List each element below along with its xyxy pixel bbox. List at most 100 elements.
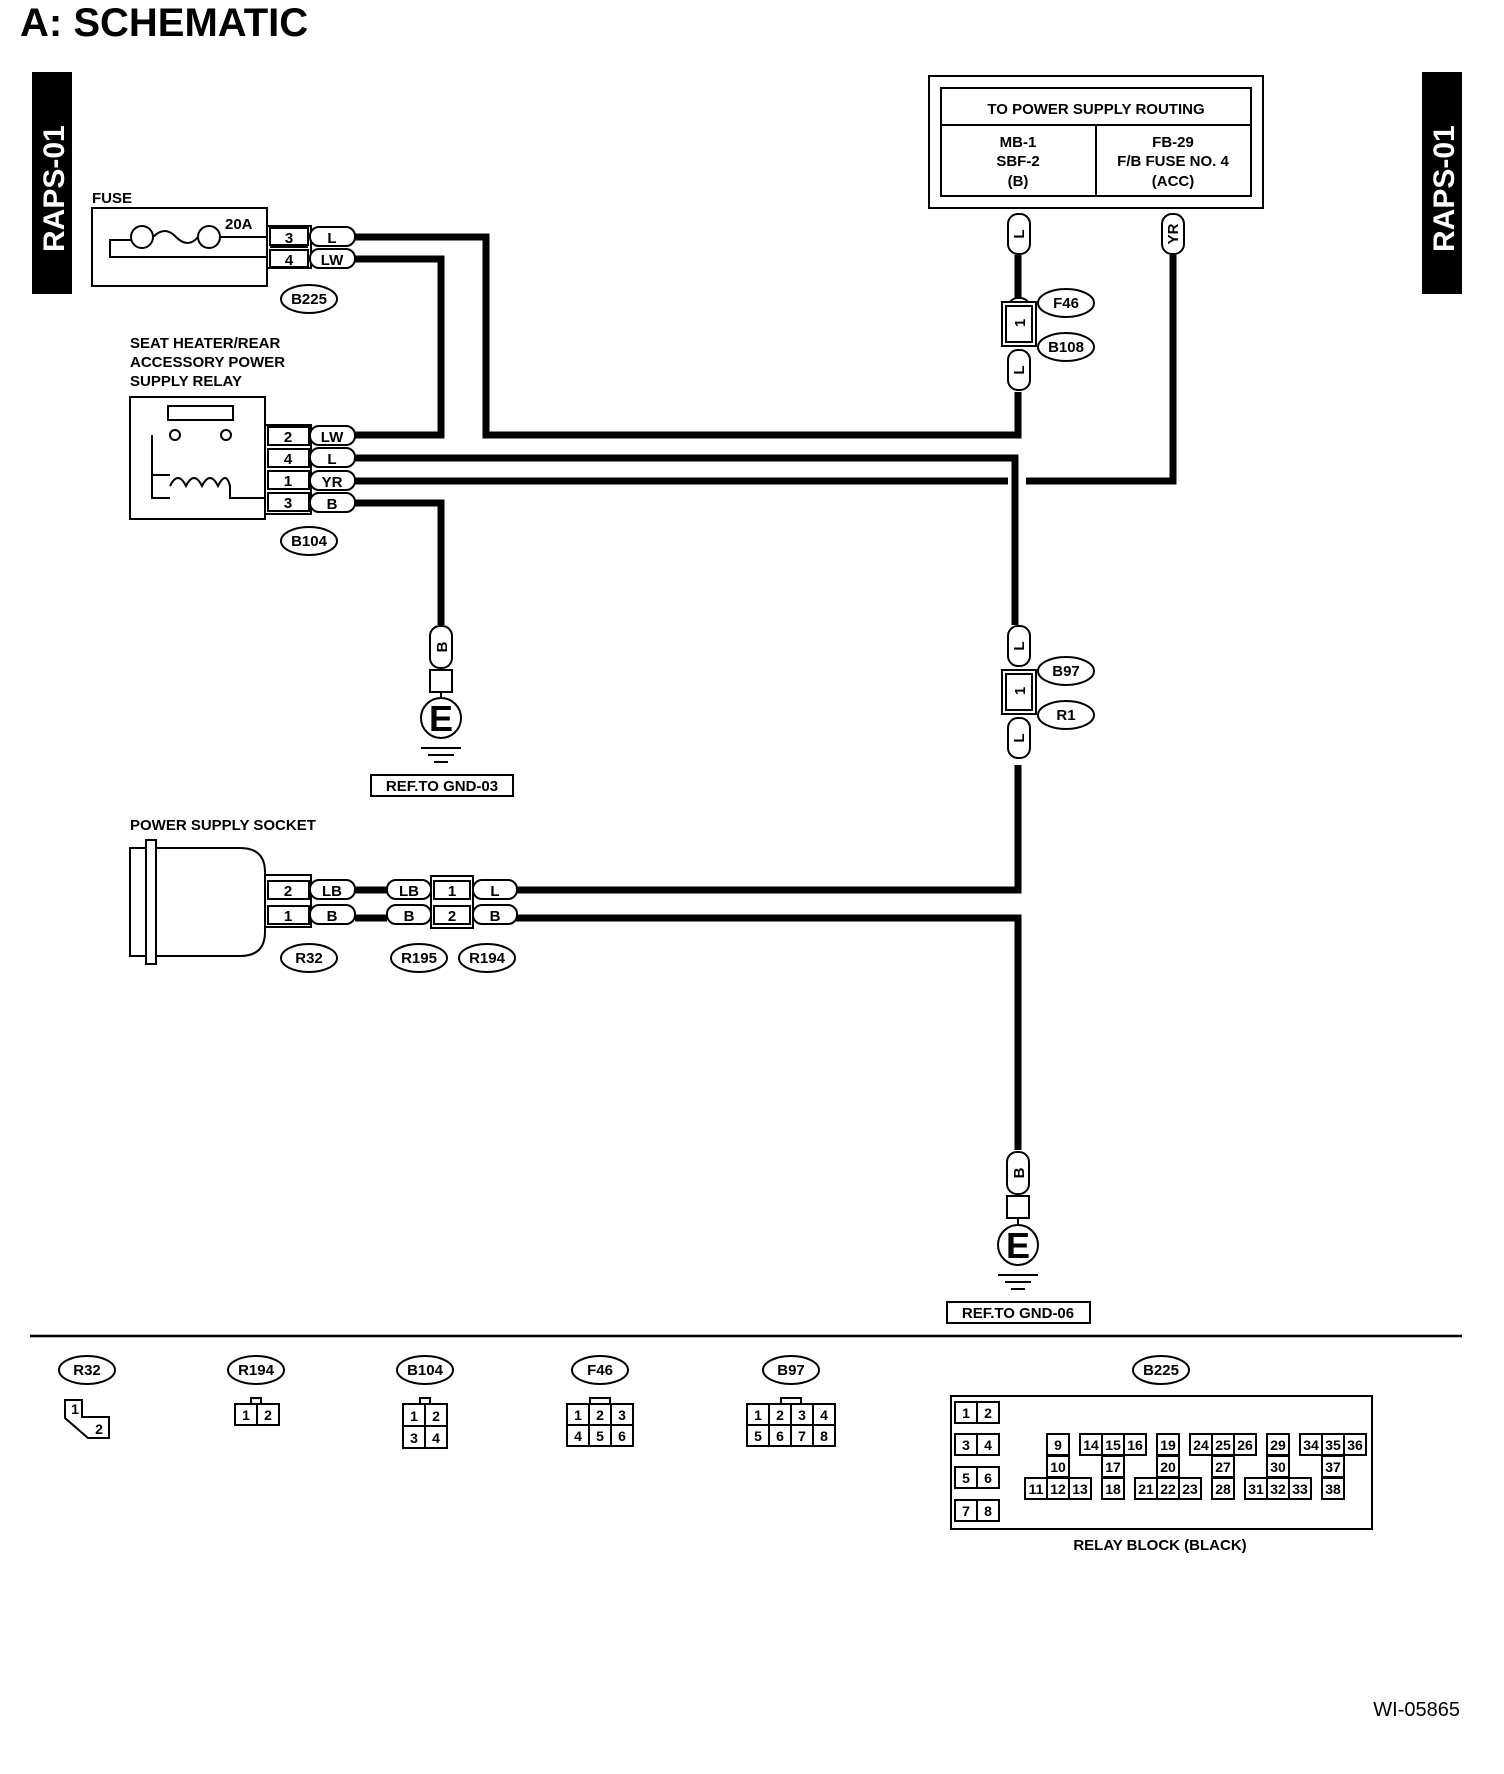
b225-cell-label: 13 xyxy=(1072,1481,1088,1497)
svg-text:F46: F46 xyxy=(587,1362,613,1379)
b225-cell xyxy=(976,1499,1000,1522)
svg-text:FB-29: FB-29 xyxy=(1152,134,1194,151)
b225-cell-label: 23 xyxy=(1182,1481,1198,1497)
svg-text:3: 3 xyxy=(410,1430,418,1446)
svg-text:1: 1 xyxy=(284,473,292,490)
svg-text:B: B xyxy=(327,908,338,925)
svg-text:B: B xyxy=(404,908,415,925)
svg-text:SEAT HEATER/REAR: SEAT HEATER/REAR xyxy=(130,335,280,352)
ground-ref: REF.TO GND-03 xyxy=(386,778,498,795)
svg-text:1: 1 xyxy=(410,1408,418,1424)
tab-left: RAPS-01 xyxy=(32,72,72,294)
figure-id: WI-05865 xyxy=(1373,1699,1460,1721)
fuse-pin-num: 4 xyxy=(285,252,294,269)
svg-text:1: 1 xyxy=(71,1401,79,1417)
svg-text:1: 1 xyxy=(1012,319,1029,327)
svg-text:2: 2 xyxy=(264,1407,272,1423)
b225-cell-label: 32 xyxy=(1270,1481,1286,1497)
b225-cell xyxy=(1101,1477,1125,1500)
b225-cell-label: 25 xyxy=(1215,1437,1231,1453)
svg-text:SUPPLY RELAY: SUPPLY RELAY xyxy=(130,373,242,390)
b225-cell-label: 1 xyxy=(962,1405,970,1421)
svg-text:LB: LB xyxy=(399,883,419,900)
junction-b97: L 1 L B97 R1 xyxy=(1001,625,1095,759)
b225-cell-label: 28 xyxy=(1215,1481,1231,1497)
svg-text:2: 2 xyxy=(448,908,456,925)
b225-cell xyxy=(976,1466,1000,1489)
svg-text:SBF-2: SBF-2 xyxy=(996,153,1039,170)
b225-cell-label: 36 xyxy=(1347,1437,1363,1453)
svg-text:B225: B225 xyxy=(291,291,327,308)
svg-text:B: B xyxy=(327,496,338,513)
b225-cell xyxy=(1288,1477,1312,1500)
relay-label: SEAT HEATER/REAR ACCESSORY POWER SUPPLY … xyxy=(130,335,285,390)
svg-text:L: L xyxy=(1011,229,1028,238)
fuse-label: FUSE xyxy=(92,190,132,207)
b225-cell-label: 11 xyxy=(1029,1481,1044,1497)
svg-text:R194: R194 xyxy=(469,950,506,967)
routing-wire-tags: L YR xyxy=(1007,213,1185,255)
b225-cell-label: 8 xyxy=(984,1503,992,1519)
b225-cell xyxy=(1233,1433,1257,1456)
svg-text:RAPS-01: RAPS-01 xyxy=(1428,125,1461,252)
svg-text:YR: YR xyxy=(322,474,343,491)
b225-cell-label: 29 xyxy=(1270,1437,1286,1453)
b225-cell xyxy=(1211,1477,1235,1500)
connector-view-b104: B104 1 2 3 4 xyxy=(396,1355,454,1449)
b225-cell-label: 30 xyxy=(1270,1459,1286,1475)
svg-text:F46: F46 xyxy=(1053,295,1079,312)
ground-gnd-03: B E REF.TO GND-03 xyxy=(370,625,514,797)
svg-text:3: 3 xyxy=(284,495,292,512)
b225-cell-label: 35 xyxy=(1325,1437,1341,1453)
svg-text:2: 2 xyxy=(284,883,292,900)
b225-cell-label: 18 xyxy=(1105,1481,1121,1497)
svg-text:2: 2 xyxy=(596,1407,604,1423)
svg-text:B: B xyxy=(1011,1167,1028,1178)
svg-text:3: 3 xyxy=(618,1407,626,1423)
svg-text:R195: R195 xyxy=(401,950,437,967)
connector-view-r194: R194 1 2 xyxy=(227,1355,285,1426)
b225-cell-label: 26 xyxy=(1237,1437,1253,1453)
svg-text:(ACC): (ACC) xyxy=(1152,173,1195,190)
svg-text:6: 6 xyxy=(618,1428,626,1444)
svg-text:8: 8 xyxy=(820,1428,828,1444)
b225-cell-label: 14 xyxy=(1083,1437,1099,1453)
svg-text:1: 1 xyxy=(448,883,456,900)
power-routing-title: TO POWER SUPPLY ROUTING xyxy=(987,101,1204,118)
b225-cell xyxy=(1123,1433,1147,1456)
b225-cell-label: 22 xyxy=(1160,1481,1176,1497)
connector-b104-oval: B104 xyxy=(280,526,338,556)
svg-text:1: 1 xyxy=(1012,687,1029,695)
svg-text:R194: R194 xyxy=(238,1362,275,1379)
svg-text:B: B xyxy=(434,641,451,652)
svg-text:B108: B108 xyxy=(1048,339,1084,356)
socket-body xyxy=(129,839,312,965)
svg-text:7: 7 xyxy=(798,1428,806,1444)
connector-view-f46: F46 1 2 3 4 5 6 xyxy=(566,1355,634,1447)
svg-text:L: L xyxy=(1011,733,1028,742)
ground-ref: REF.TO GND-06 xyxy=(962,1305,1074,1322)
b225-cell xyxy=(1068,1477,1092,1500)
b225-cell-label: 19 xyxy=(1160,1437,1176,1453)
fuse-pins: 3 4 L LW xyxy=(269,226,356,269)
svg-text:L: L xyxy=(1011,365,1028,374)
svg-text:1: 1 xyxy=(574,1407,582,1423)
svg-text:YR: YR xyxy=(1165,223,1182,244)
b225-cell xyxy=(1178,1477,1202,1500)
b225-cell xyxy=(1321,1477,1345,1500)
b225-cell xyxy=(976,1401,1000,1424)
svg-text:RAPS-01: RAPS-01 xyxy=(38,125,71,252)
b225-cell-label: 5 xyxy=(962,1470,970,1486)
svg-text:4: 4 xyxy=(574,1428,582,1444)
connector-view-r32: R32 1 2 xyxy=(58,1355,116,1439)
svg-text:B: B xyxy=(490,908,501,925)
b225-cell-label: 34 xyxy=(1303,1437,1319,1453)
svg-text:6: 6 xyxy=(776,1428,784,1444)
socket-label: POWER SUPPLY SOCKET xyxy=(130,817,316,834)
svg-text:2: 2 xyxy=(432,1408,440,1424)
svg-text:B104: B104 xyxy=(407,1362,444,1379)
b225-cell-label: 10 xyxy=(1050,1459,1066,1475)
svg-text:4: 4 xyxy=(284,451,293,468)
b225-cell-label: 33 xyxy=(1292,1481,1308,1497)
